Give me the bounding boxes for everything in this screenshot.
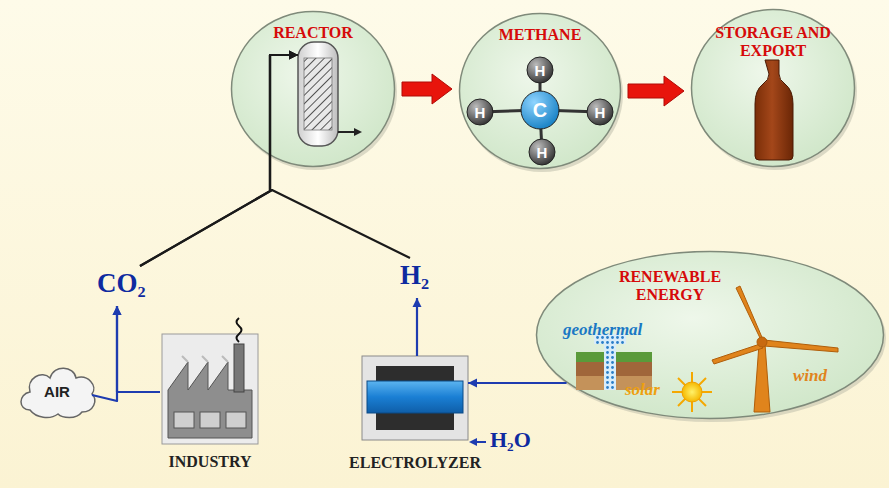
hydrogen-atom: H xyxy=(526,56,554,84)
node-text: STORAGE AND EXPORT xyxy=(713,24,833,61)
connector xyxy=(92,51,298,402)
flow-arrow xyxy=(402,74,452,104)
gas-bottle xyxy=(755,60,793,160)
node-text: H xyxy=(526,56,554,84)
connector-line xyxy=(270,55,410,258)
arrow-head xyxy=(113,306,122,315)
node-text: H xyxy=(466,98,494,126)
connector xyxy=(468,379,567,388)
node-text: H xyxy=(528,138,556,166)
node-text: METHANE xyxy=(458,26,622,44)
connector-line xyxy=(92,306,117,401)
chemical-formula: H₂O xyxy=(488,427,533,453)
node-text: ELECTROLYZER xyxy=(332,454,498,472)
factory-icon xyxy=(162,318,258,444)
chemical-formula: H₂ xyxy=(398,260,431,291)
methane-circle: METHANE H HCH H xyxy=(458,12,622,170)
arrow-head xyxy=(468,379,477,388)
hydrogen-atom: H xyxy=(528,138,556,166)
chemical-formula: CO₂ xyxy=(95,268,148,299)
connector-line xyxy=(140,55,298,266)
air-cloud: AIR xyxy=(18,360,96,422)
connector-line xyxy=(117,306,160,392)
connector-line xyxy=(468,382,567,384)
water-feed-arrow xyxy=(469,438,486,446)
node-text: AIR xyxy=(18,360,96,422)
connector-line xyxy=(140,55,298,266)
node-text: REACTOR xyxy=(230,24,396,42)
connector xyxy=(402,74,452,104)
geothermal-icon xyxy=(576,334,652,390)
arrow-head xyxy=(413,298,422,307)
connector xyxy=(628,76,684,106)
carbon-atom: C xyxy=(520,90,560,130)
molecule-bonds xyxy=(480,70,600,152)
hydrogen-atom: H xyxy=(586,98,614,126)
sun-icon xyxy=(672,372,712,412)
node-text: C xyxy=(520,90,560,130)
node-text: wind xyxy=(793,366,853,386)
node-text: H xyxy=(586,98,614,126)
flow-arrow xyxy=(628,76,684,106)
connector xyxy=(270,51,422,357)
arrow-head xyxy=(113,306,122,315)
node-text: RENEWABLE ENERGY xyxy=(605,268,735,305)
node-text: INDUSTRY xyxy=(130,453,290,471)
arrow-head xyxy=(289,51,298,60)
wind-turbine-icon xyxy=(712,286,838,412)
reactor-vessel xyxy=(298,42,362,146)
electrolyzer-icon xyxy=(362,356,468,440)
arrow-head xyxy=(289,51,298,60)
hydrogen-atom: H xyxy=(466,98,494,126)
node-text: solar xyxy=(625,380,685,400)
node-text: geothermal xyxy=(563,320,663,340)
renewable-ellipse: RENEWABLE ENERGY geothermal solar wind xyxy=(535,250,885,420)
arrow-head xyxy=(289,51,298,60)
